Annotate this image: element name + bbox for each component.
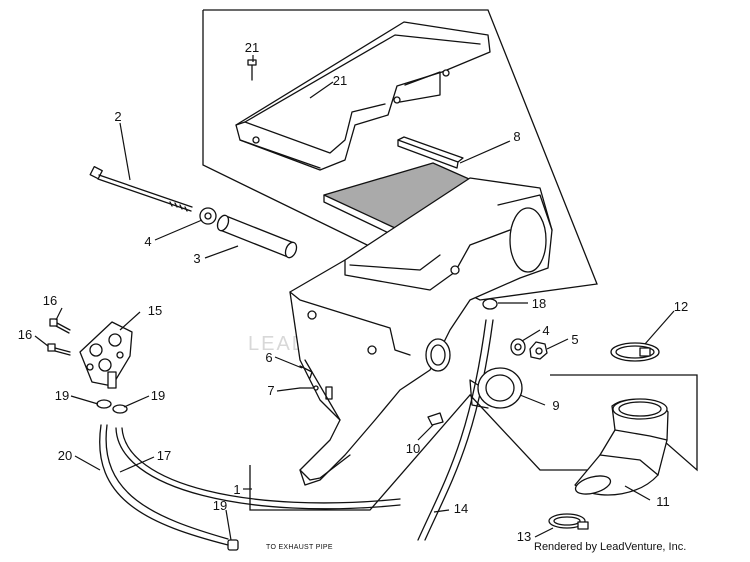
spacer-tube bbox=[216, 214, 298, 259]
callout-10: 10 bbox=[406, 441, 420, 456]
callout-20: 20 bbox=[58, 448, 72, 463]
callout-16-upper: 16 bbox=[43, 293, 57, 308]
callout-2: 2 bbox=[114, 109, 121, 124]
clamp-13 bbox=[548, 513, 589, 530]
airbox-cover bbox=[235, 21, 491, 171]
callout-17: 17 bbox=[157, 448, 171, 463]
housing-group-outline bbox=[249, 374, 698, 511]
grommet-18 bbox=[482, 298, 498, 310]
callout-6: 6 bbox=[265, 350, 272, 365]
callout-18: 18 bbox=[532, 296, 546, 311]
seal-strip bbox=[397, 136, 464, 169]
callout-19-left: 19 bbox=[55, 388, 69, 403]
washer-left bbox=[199, 207, 217, 225]
callout-9: 9 bbox=[552, 398, 559, 413]
callout-12: 12 bbox=[674, 299, 688, 314]
callout-13: 13 bbox=[517, 529, 531, 544]
clip-10 bbox=[427, 412, 444, 426]
drain-hose-14 bbox=[417, 319, 494, 541]
exhaust-pipe-label: TO EXHAUST PIPE bbox=[266, 544, 333, 551]
cover-group-outline bbox=[202, 9, 598, 301]
valve-bolt-lower bbox=[47, 343, 71, 356]
airbox-housing bbox=[289, 177, 553, 486]
callout-21-lower: 21 bbox=[333, 73, 347, 88]
screw-7 bbox=[299, 385, 319, 391]
callout-11: 11 bbox=[656, 494, 670, 509]
clip-6 bbox=[299, 365, 313, 379]
callout-8: 8 bbox=[513, 129, 520, 144]
callout-4-left: 4 bbox=[144, 234, 151, 249]
credit-text: Rendered by LeadVenture, Inc. bbox=[534, 541, 687, 553]
callout-14: 14 bbox=[454, 501, 468, 516]
intake-duct-11 bbox=[574, 398, 669, 496]
callout-3: 3 bbox=[193, 251, 200, 266]
hose-clamp-left bbox=[96, 399, 112, 409]
callout-19-bottom: 19 bbox=[213, 498, 227, 513]
leader-lines bbox=[34, 55, 675, 541]
callout-21-top: 21 bbox=[245, 40, 259, 55]
valve-bolt-upper bbox=[49, 318, 71, 334]
callout-1: 1 bbox=[233, 482, 240, 497]
callout-19-right: 19 bbox=[151, 388, 165, 403]
hose-17 bbox=[115, 427, 401, 510]
nut-5 bbox=[529, 341, 548, 360]
callout-16-lower: 16 bbox=[18, 327, 32, 342]
callout-7: 7 bbox=[267, 383, 274, 398]
breather-valve bbox=[79, 321, 133, 389]
washer-right bbox=[510, 338, 526, 356]
cover-screw-top bbox=[247, 59, 257, 81]
callouts: 21 21 8 2 4 3 16 15 16 19 19 20 17 19 6 … bbox=[18, 40, 688, 544]
long-bolt bbox=[89, 165, 193, 212]
callout-15: 15 bbox=[148, 303, 162, 318]
hose-clamp-bottom bbox=[227, 539, 239, 551]
hose-20 bbox=[99, 424, 229, 546]
clamp-12 bbox=[610, 342, 660, 362]
callout-5: 5 bbox=[571, 332, 578, 347]
hose-clamp-right bbox=[112, 404, 128, 414]
callout-4-right: 4 bbox=[542, 323, 549, 338]
duct-sleeve-9 bbox=[469, 367, 523, 409]
